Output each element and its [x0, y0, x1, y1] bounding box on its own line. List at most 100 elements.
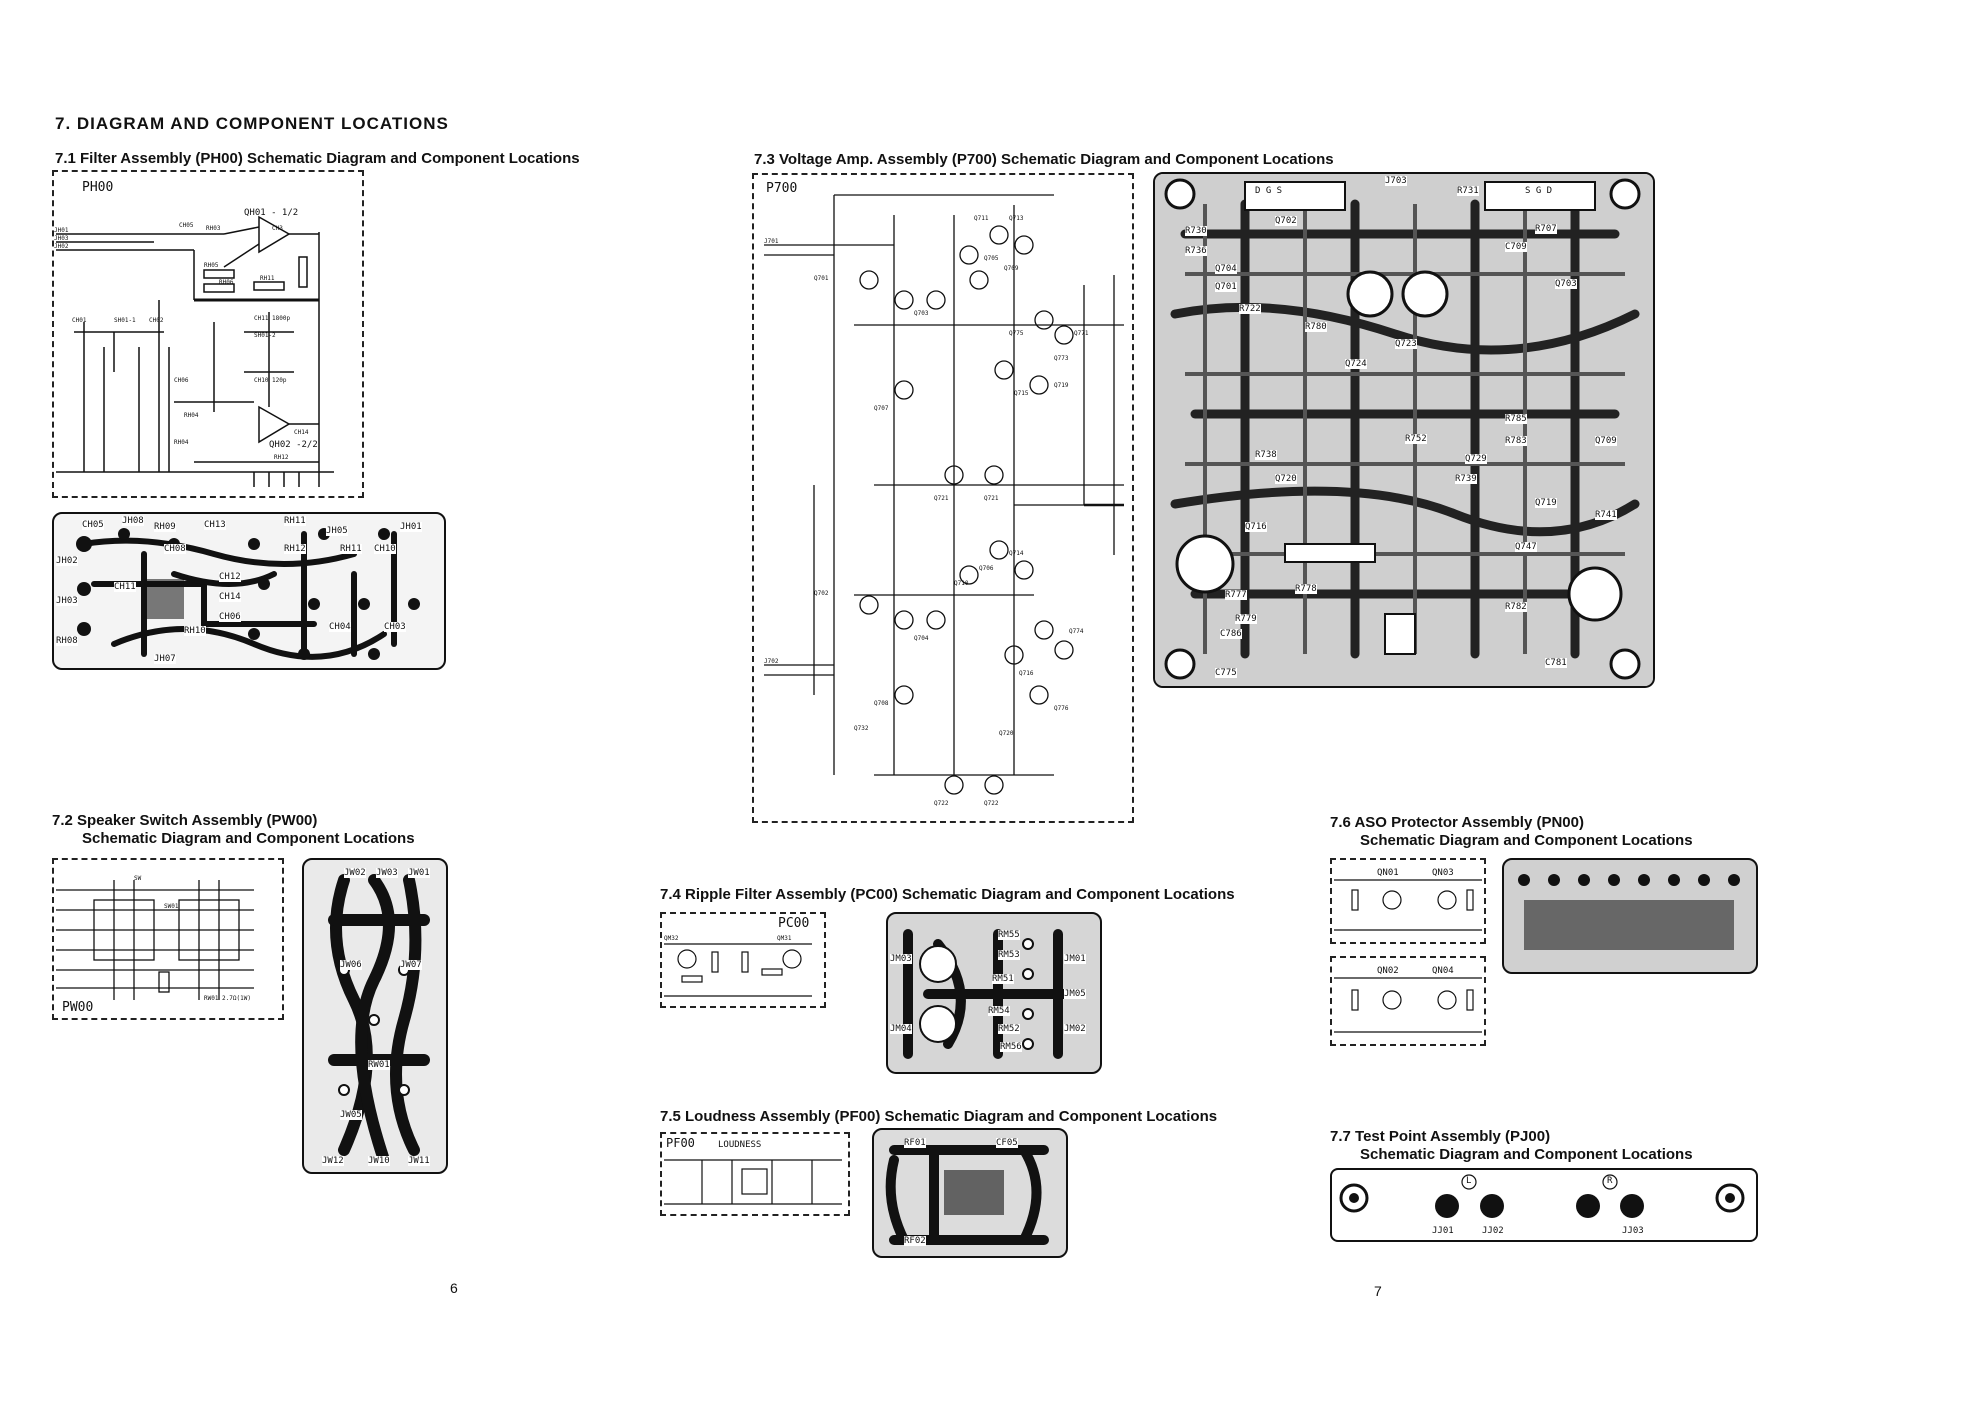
- svg-text:J701: J701: [764, 238, 779, 245]
- page-number-left: 6: [450, 1280, 458, 1296]
- ph00-pcb-label: CH05: [82, 520, 104, 530]
- ph00-pcb-label: CH12: [219, 572, 241, 582]
- section-7-6-title: 7.6 ASO Protector Assembly (PN00) Schema…: [1330, 814, 1693, 849]
- p700-pcb-label: R780: [1305, 322, 1327, 332]
- svg-text:RH04: RH04: [174, 439, 189, 446]
- svg-text:Q710: Q710: [954, 580, 969, 587]
- svg-text:Q708: Q708: [874, 700, 889, 707]
- pf00-pcb-label: RF02: [904, 1236, 926, 1246]
- ph00-pcb-label: CH11: [114, 582, 136, 592]
- ph00-pcb-label: RH11: [284, 516, 306, 526]
- page-number-right: 7: [1374, 1283, 1382, 1299]
- p700-pcb-label: D G S: [1255, 186, 1283, 196]
- pw00-pcb-label: JW07: [400, 960, 422, 970]
- section-7-7-title: 7.7 Test Point Assembly (PJ00) Schematic…: [1330, 1128, 1693, 1163]
- ph00-pcb-label: RH10: [184, 626, 206, 636]
- svg-text:J702: J702: [764, 658, 779, 665]
- pn00-circuit-drawing-lower: [1334, 977, 1482, 1033]
- svg-text:CH14: CH14: [294, 429, 309, 436]
- pc00-pcb-label: JM03: [890, 954, 912, 964]
- ph00-pcb-label: JH02: [56, 556, 78, 566]
- pn00-circuit-drawing-upper: [1334, 879, 1482, 931]
- p700-pcb-label: R777: [1225, 590, 1247, 600]
- ph00-pcb-label: JH08: [122, 516, 144, 526]
- pc00-pcb-label: RM56: [1000, 1042, 1022, 1052]
- svg-text:Q732: Q732: [854, 725, 869, 732]
- svg-text:Q706: Q706: [979, 565, 994, 572]
- pw00-pcb-label: JW12: [322, 1156, 344, 1166]
- svg-text:Q773: Q773: [1054, 355, 1069, 362]
- svg-text:CH11 1800p: CH11 1800p: [254, 315, 291, 322]
- pn00-part-label: QN04: [1432, 966, 1454, 976]
- pf00-pcb-drawing: [885, 1145, 1049, 1245]
- section-7-2-title: 7.2 Speaker Switch Assembly (PW00) Schem…: [52, 812, 415, 847]
- ph00-pcb: CH05 JH08 RH09 CH13 RH11 JH05 CH08 RH12 …: [52, 512, 446, 670]
- pw00-pcb-drawing: [328, 874, 430, 1166]
- p700-pcb-label: R785: [1505, 414, 1527, 424]
- ph00-pcb-label: JH07: [154, 654, 176, 664]
- pw00-pcb-label: JW03: [376, 868, 398, 878]
- p700-pcb-label: Q724: [1345, 359, 1367, 369]
- ph00-ic2-label: QH02 -2/2: [269, 440, 318, 450]
- p700-pcb-label: Q703: [1555, 279, 1577, 289]
- svg-text:JH01: JH01: [54, 227, 69, 234]
- pw00-pcb-label: JW11: [408, 1156, 430, 1166]
- pc00-pcb-drawing: [903, 929, 1083, 1059]
- svg-text:Q713: Q713: [1009, 215, 1024, 222]
- pn00-part-label: QN02: [1377, 966, 1399, 976]
- pj00-mark-right: R: [1607, 1176, 1613, 1186]
- p700-pcb-label: S G D: [1525, 186, 1553, 196]
- p700-pcb-label: Q704: [1215, 264, 1237, 274]
- p700-pcb-label: Q719: [1535, 498, 1557, 508]
- svg-text:RH04: RH04: [184, 412, 199, 419]
- pj00-label: JJ03: [1622, 1226, 1644, 1236]
- svg-text:CH01: CH01: [72, 317, 87, 324]
- svg-text:Q722: Q722: [934, 800, 949, 807]
- p700-pcb-label: R778: [1295, 584, 1317, 594]
- main-title: 7. DIAGRAM AND COMPONENT LOCATIONS: [55, 114, 449, 133]
- p700-pcb-label: R736: [1185, 246, 1207, 256]
- svg-text:SW: SW: [134, 875, 142, 882]
- pc00-board-label: PC00: [778, 916, 810, 931]
- pc00-pcb-label: RM54: [988, 1006, 1010, 1016]
- svg-text:Q721: Q721: [984, 495, 999, 502]
- svg-text:RH11: RH11: [260, 275, 275, 282]
- ph00-board-label: PH00: [82, 180, 114, 195]
- p700-pcb-label: Q747: [1515, 542, 1537, 552]
- svg-text:Q774: Q774: [1069, 628, 1084, 635]
- pn00-schematic-upper: QN01 QN03: [1330, 858, 1486, 944]
- p700-pcb-label: R783: [1505, 436, 1527, 446]
- svg-text:QM32: QM32: [664, 935, 679, 942]
- svg-text:Q702: Q702: [814, 590, 829, 597]
- p700-pcb-label: Q702: [1275, 216, 1297, 226]
- svg-text:Q714: Q714: [1009, 550, 1024, 557]
- p700-pcb-label: C781: [1545, 658, 1567, 668]
- p700-pcb-label: R741: [1595, 510, 1617, 520]
- svg-text:Q721: Q721: [934, 495, 949, 502]
- p700-pcb-label: C709: [1505, 242, 1527, 252]
- ph00-ic-label: QH01 - 1/2: [244, 208, 299, 218]
- pf00-schematic: PF00 LOUDNESS: [660, 1132, 850, 1216]
- pn00-pcb: [1502, 858, 1758, 974]
- svg-text:CH3: CH3: [272, 225, 283, 232]
- p700-pcb-label: R738: [1255, 450, 1277, 460]
- p700-board-label: P700: [766, 181, 798, 196]
- p700-pcb-label: Q720: [1275, 474, 1297, 484]
- pw00-pcb-label: JW02: [344, 868, 366, 878]
- pc00-pcb-label: RM55: [998, 930, 1020, 940]
- svg-text:Q775: Q775: [1009, 330, 1024, 337]
- section-7-3-title: 7.3 Voltage Amp. Assembly (P700) Schemat…: [754, 151, 1334, 168]
- p700-pcb-label: C775: [1215, 668, 1237, 678]
- svg-text:Q720: Q720: [999, 730, 1014, 737]
- svg-text:CH10 120p: CH10 120p: [254, 377, 287, 384]
- svg-text:Q703: Q703: [914, 310, 929, 317]
- section-7-1-title: 7.1 Filter Assembly (PH00) Schematic Dia…: [55, 150, 580, 167]
- pn00-part-label: QN03: [1432, 868, 1454, 878]
- p700-pcb-label: Q709: [1595, 436, 1617, 446]
- p700-pcb-label: R730: [1185, 226, 1207, 236]
- svg-text:Q701: Q701: [814, 275, 829, 282]
